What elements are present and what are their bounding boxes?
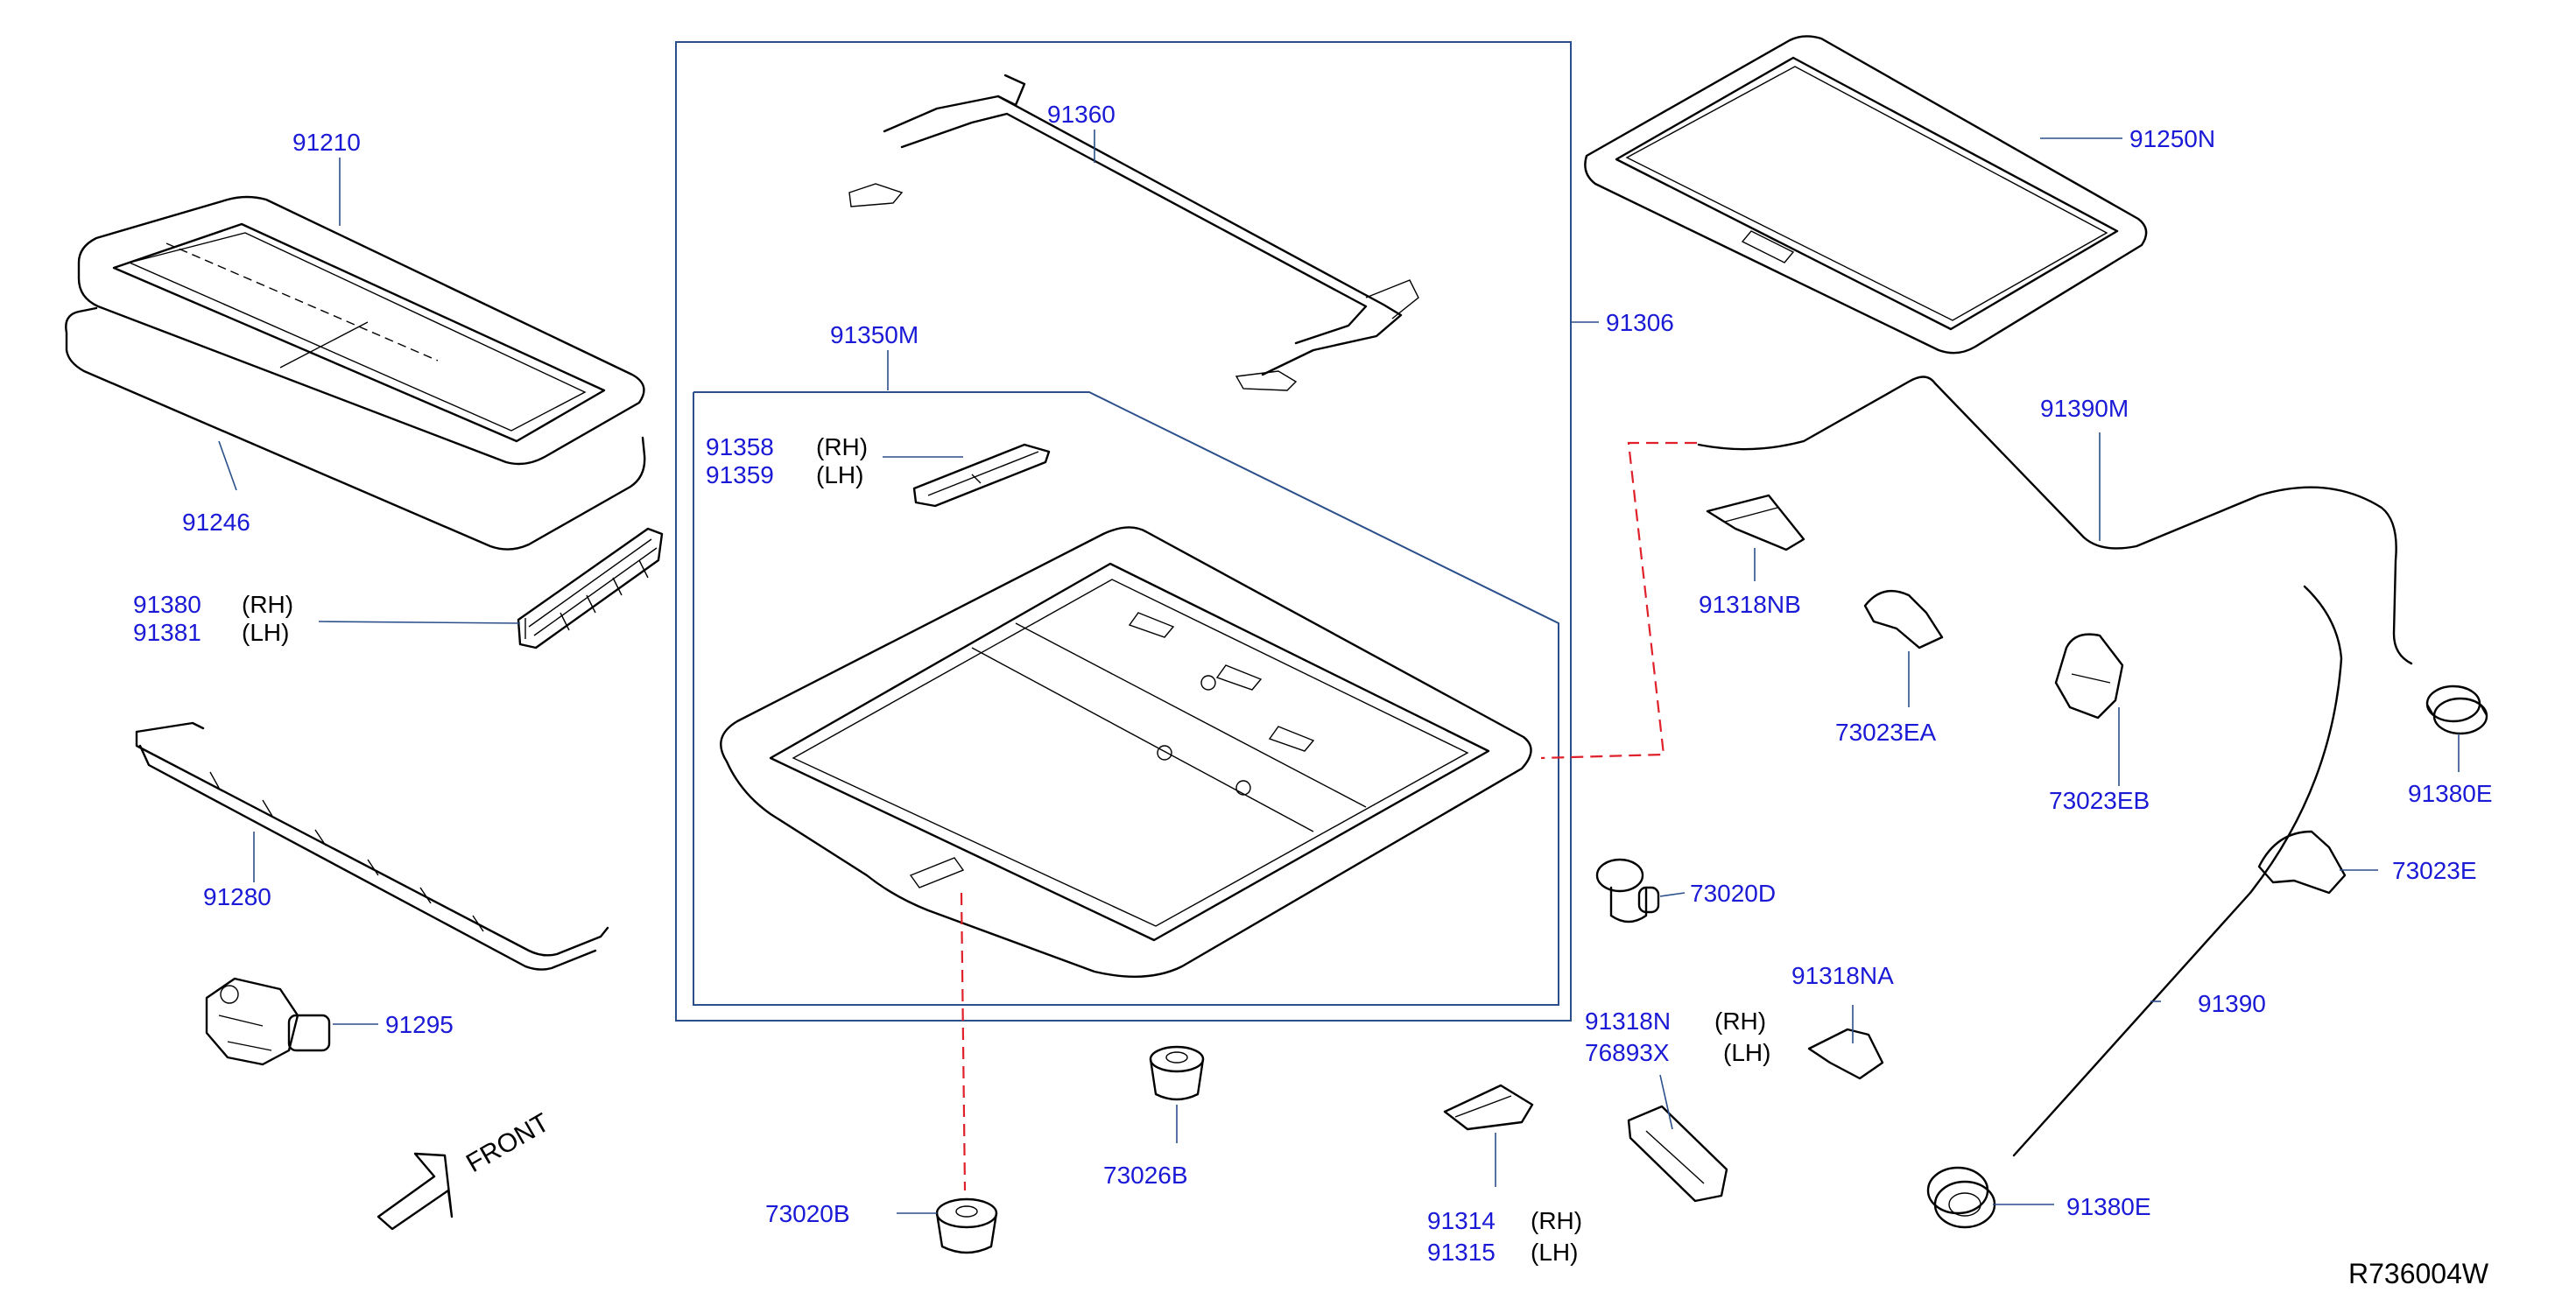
diagram-code: R736004W bbox=[2348, 1258, 2489, 1289]
label-73026B: 73026B bbox=[1103, 1162, 1188, 1189]
sunshade-panel bbox=[1584, 35, 2148, 355]
cable-grommet-bottom bbox=[1926, 1166, 1996, 1229]
side-label-91315: (LH) bbox=[1531, 1239, 1578, 1266]
bracket-91318N bbox=[1627, 1105, 1728, 1203]
label-73020B: 73020B bbox=[765, 1200, 850, 1227]
wind-deflector bbox=[517, 527, 664, 650]
reference-line-cable bbox=[1540, 441, 1697, 760]
label-91318NB: 91318NB bbox=[1699, 591, 1801, 618]
side-label-91380: (RH) bbox=[242, 591, 293, 618]
front-label: FRONT bbox=[461, 1108, 554, 1178]
clip-73023EA bbox=[1863, 589, 1944, 650]
drive-cable-short bbox=[2012, 585, 2343, 1157]
side-label-76893X: (LH) bbox=[1723, 1039, 1770, 1066]
side-guide-rail bbox=[912, 443, 1051, 508]
label-73023EA: 73023EA bbox=[1835, 719, 1937, 746]
bracket-91318NA bbox=[1807, 1028, 1884, 1080]
rear-rail-frame bbox=[848, 74, 1419, 391]
drive-cable-long bbox=[1697, 376, 2413, 665]
label-91390M: 91390M bbox=[2040, 395, 2129, 422]
nut-73026B bbox=[1149, 1045, 1205, 1101]
label-91318N: 91318N bbox=[1585, 1008, 1671, 1035]
side-label-91358: (RH) bbox=[816, 433, 868, 460]
clip-73023E bbox=[2257, 830, 2347, 895]
side-label-91381: (LH) bbox=[242, 619, 289, 646]
label-91318NA: 91318NA bbox=[1791, 962, 1894, 989]
label-91280: 91280 bbox=[203, 883, 271, 910]
label-73020D: 73020D bbox=[1690, 880, 1776, 907]
label-91314: 91314 bbox=[1427, 1207, 1496, 1234]
label-91315: 91315 bbox=[1427, 1239, 1496, 1266]
label-73023E: 73023E bbox=[2392, 857, 2477, 884]
side-label-91359: (LH) bbox=[816, 461, 863, 488]
label-91380: 91380 bbox=[133, 591, 201, 618]
label-76893X: 76893X bbox=[1585, 1039, 1670, 1066]
label-91381: 91381 bbox=[133, 619, 201, 646]
label-91295: 91295 bbox=[385, 1011, 454, 1038]
assembly-box-91306 bbox=[675, 41, 1572, 1022]
drain-trough bbox=[135, 721, 609, 971]
label-91380E-bottom: 91380E bbox=[2066, 1193, 2151, 1220]
label-91350M: 91350M bbox=[830, 321, 918, 348]
label-91306: 91306 bbox=[1606, 309, 1674, 336]
label-91250N: 91250N bbox=[2129, 125, 2215, 152]
reference-line-nut bbox=[960, 892, 967, 1191]
label-91359: 91359 bbox=[706, 461, 774, 488]
subassembly-box-91350M bbox=[693, 391, 1559, 1006]
label-91210: 91210 bbox=[292, 129, 361, 156]
sunroof-motor bbox=[205, 977, 331, 1066]
bracket-91318NB bbox=[1706, 494, 1805, 551]
label-91358: 91358 bbox=[706, 433, 774, 460]
sunroof-frame-assembly bbox=[720, 526, 1532, 978]
sunroof-glass-weatherstrip bbox=[65, 195, 646, 551]
label-91360: 91360 bbox=[1047, 101, 1116, 128]
label-91380E-top: 91380E bbox=[2408, 780, 2493, 807]
clip-73020D bbox=[1595, 858, 1660, 923]
bracket-91314 bbox=[1443, 1084, 1534, 1131]
label-73023EB: 73023EB bbox=[2049, 787, 2150, 814]
clip-73023EB bbox=[2054, 633, 2124, 720]
front-arrow-icon bbox=[377, 1152, 454, 1231]
label-91390: 91390 bbox=[2198, 990, 2266, 1017]
side-label-91318N: (RH) bbox=[1714, 1008, 1766, 1035]
leader-lines bbox=[218, 130, 2460, 1214]
side-label-91314: (RH) bbox=[1531, 1207, 1582, 1234]
label-91246: 91246 bbox=[182, 509, 250, 536]
nut-73020B bbox=[935, 1197, 998, 1254]
cable-grommet-top bbox=[2425, 685, 2488, 735]
